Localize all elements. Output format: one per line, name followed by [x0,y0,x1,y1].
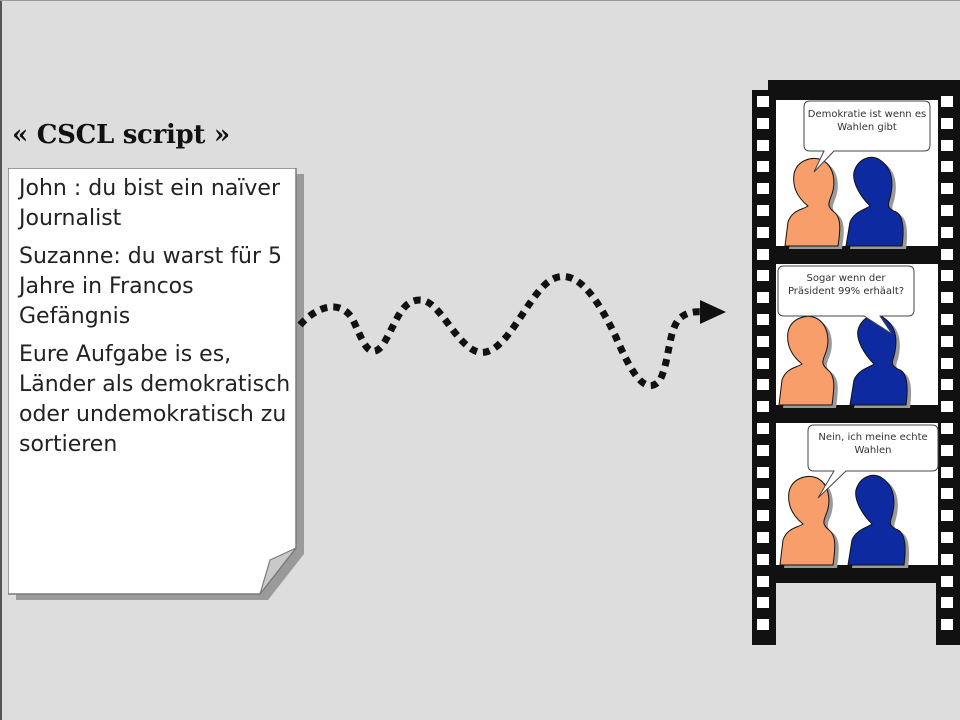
sprocket-hole [757,488,769,499]
sprocket-hole [757,445,769,456]
sprocket-hole [941,314,953,325]
sprocket-hole [941,358,953,369]
sprocket-hole [941,161,953,172]
sprocket-hole [941,379,953,390]
sprocket-hole [757,379,769,390]
sprocket-hole [941,488,953,499]
sprocket-hole [757,249,769,260]
sprocket-hole [941,292,953,303]
sprocket-hole [941,205,953,216]
sprocket-hole [757,423,769,434]
sprocket-hole [757,140,769,151]
slide-border-top [0,0,960,1]
sprocket-hole [941,423,953,434]
sprocket-hole [757,227,769,238]
sprocket-hole [941,619,953,630]
sprocket-hole [757,401,769,412]
speech-bubble-3 [807,424,939,499]
sprocket-hole [941,96,953,107]
speech-text-2: Sogar wenn der Präsident 99% erhäalt? [787,273,905,297]
role-card: John : du bist ein naïver Journalist Suz… [8,168,304,600]
person-right-panel-3 [847,474,910,568]
sprocket-hole [757,183,769,194]
sprocket-hole [757,270,769,281]
sprocket-hole [757,619,769,630]
sprocket-hole [757,161,769,172]
sprocket-hole [941,576,953,587]
sprocket-hole [757,532,769,543]
task-description: Eure Aufgabe is es, Länder als demokrati… [19,342,291,457]
sprocket-hole [941,227,953,238]
sprocket-hole [941,118,953,129]
sprocket-holes [757,96,953,630]
role-suzanne: Suzanne: du warst für 5 Jahre in Francos… [19,244,282,329]
slide-title: « CSCL script » [12,120,230,150]
person-left-panel-2 [778,316,838,408]
sprocket-hole [757,96,769,107]
sprocket-hole [941,597,953,608]
speech-text-1: Demokratie ist wenn es Wahlen gibt [807,109,927,133]
person-right-panel-1 [845,156,908,249]
sprocket-hole [757,467,769,478]
person-left-panel-1 [784,158,844,249]
sprocket-hole [941,270,953,281]
note-card-shape [8,168,304,600]
sprocket-hole [941,336,953,347]
role-john: John : du bist ein naïver Journalist [19,176,281,231]
sprocket-hole [941,467,953,478]
sprocket-hole [941,510,953,521]
note-text: John : du bist ein naïver Journalist Suz… [19,174,291,468]
speech-text-3: Nein, ich meine echte Wahlen [818,432,928,456]
sprocket-hole [757,205,769,216]
sprocket-hole [757,576,769,587]
speech-bubble-2 [777,265,915,335]
sprocket-hole [757,358,769,369]
sprocket-hole [941,401,953,412]
sprocket-hole [757,292,769,303]
sprocket-hole [757,554,769,565]
sprocket-hole [941,140,953,151]
sprocket-hole [941,249,953,260]
sprocket-hole [757,314,769,325]
speech-bubble-1 [803,100,931,173]
person-left-panel-3 [779,476,839,568]
sprocket-hole [757,510,769,521]
sprocket-hole [941,554,953,565]
sprocket-hole [941,183,953,194]
sprocket-hole [757,336,769,347]
slide-border-left [0,0,2,720]
sprocket-hole [757,118,769,129]
sprocket-hole [941,445,953,456]
person-right-panel-2 [849,314,912,408]
sprocket-hole [757,597,769,608]
sprocket-hole [941,532,953,543]
